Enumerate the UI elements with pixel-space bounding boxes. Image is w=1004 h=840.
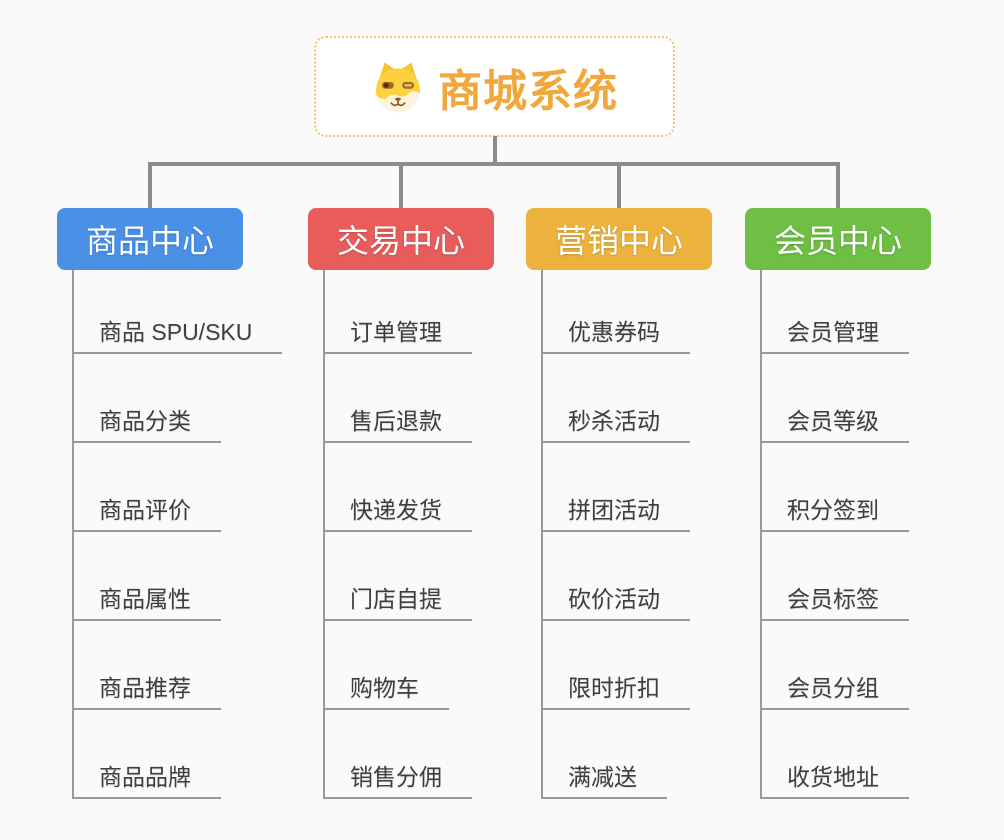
leaf-node[interactable]: 商品品牌	[72, 757, 221, 799]
branch-node[interactable]: 商品中心	[57, 208, 243, 270]
branch-children-line	[323, 270, 325, 799]
branch-children-line	[72, 270, 74, 799]
branch-node[interactable]: 营销中心	[526, 208, 712, 270]
leaf-node[interactable]: 收货地址	[760, 757, 909, 799]
root-node[interactable]: 商城系统	[314, 36, 675, 137]
branch-drop-line	[399, 162, 403, 210]
leaf-node[interactable]: 优惠券码	[541, 312, 690, 354]
leaf-node[interactable]: 商品 SPU/SKU	[72, 312, 283, 354]
branch-children-line	[541, 270, 543, 799]
branch-drop-line	[617, 162, 621, 210]
branch-drop-line	[836, 162, 840, 210]
leaf-node[interactable]: 会员等级	[760, 401, 909, 443]
branch-label: 交易中心	[336, 223, 465, 259]
leaf-node[interactable]: 商品属性	[72, 579, 221, 621]
leaf-node[interactable]: 会员分组	[760, 668, 909, 710]
leaf-node[interactable]: 积分签到	[760, 490, 909, 532]
leaf-node[interactable]: 砍价活动	[541, 579, 690, 621]
leaf-node[interactable]: 限时折扣	[541, 668, 690, 710]
branch-rail-line	[148, 162, 840, 166]
leaf-node[interactable]: 秒杀活动	[541, 401, 690, 443]
leaf-node[interactable]: 销售分佣	[323, 757, 472, 799]
leaf-node[interactable]: 商品评价	[72, 490, 221, 532]
leaf-node[interactable]: 商品推荐	[72, 668, 221, 710]
branch-children-line	[760, 270, 762, 799]
shiba-dog-icon	[371, 60, 425, 114]
leaf-node[interactable]: 会员管理	[760, 312, 909, 354]
root-title: 商城系统	[438, 66, 618, 116]
branch-label: 会员中心	[773, 223, 902, 259]
branch-label: 商品中心	[85, 223, 214, 259]
branch-node[interactable]: 会员中心	[745, 208, 931, 270]
leaf-node[interactable]: 会员标签	[760, 579, 909, 621]
branch-label: 营销中心	[554, 223, 683, 259]
leaf-node[interactable]: 售后退款	[323, 401, 472, 443]
branch-drop-line	[148, 162, 152, 210]
leaf-node[interactable]: 满减送	[541, 757, 667, 799]
leaf-node[interactable]: 拼团活动	[541, 490, 690, 532]
branch-node[interactable]: 交易中心	[308, 208, 494, 270]
leaf-node[interactable]: 快递发货	[323, 490, 472, 532]
root-stem-line	[493, 136, 497, 166]
leaf-node[interactable]: 商品分类	[72, 401, 221, 443]
leaf-node[interactable]: 购物车	[323, 668, 449, 710]
leaf-node[interactable]: 门店自提	[323, 579, 472, 621]
leaf-node[interactable]: 订单管理	[323, 312, 472, 354]
